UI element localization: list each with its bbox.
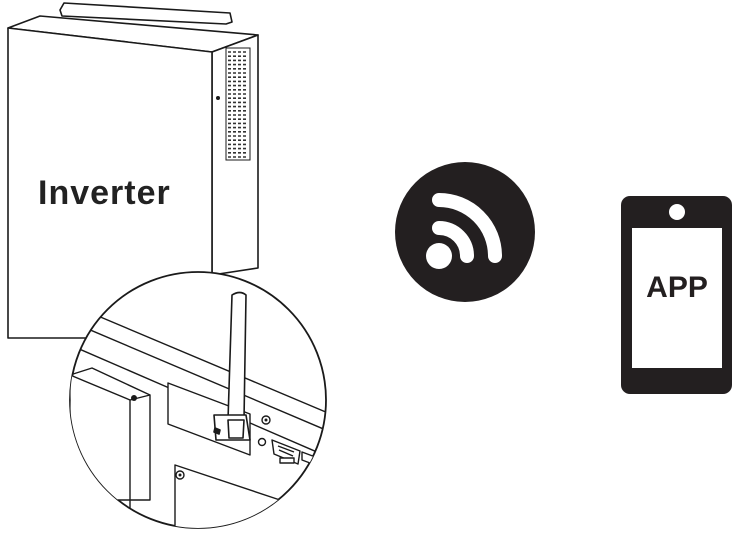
wifi-signal-icon <box>395 162 535 302</box>
magnified-detail <box>69 271 327 529</box>
phone-app-label: APP <box>646 271 708 304</box>
phone-screen <box>632 228 722 368</box>
phone-camera <box>669 204 685 220</box>
inverter-side-vents <box>225 47 251 161</box>
inverter-top-bracket <box>59 2 233 25</box>
inverter-unit <box>7 2 259 339</box>
wifi-antenna <box>213 291 251 441</box>
inverter-label: Inverter <box>38 174 171 212</box>
smartphone-icon <box>621 196 732 394</box>
